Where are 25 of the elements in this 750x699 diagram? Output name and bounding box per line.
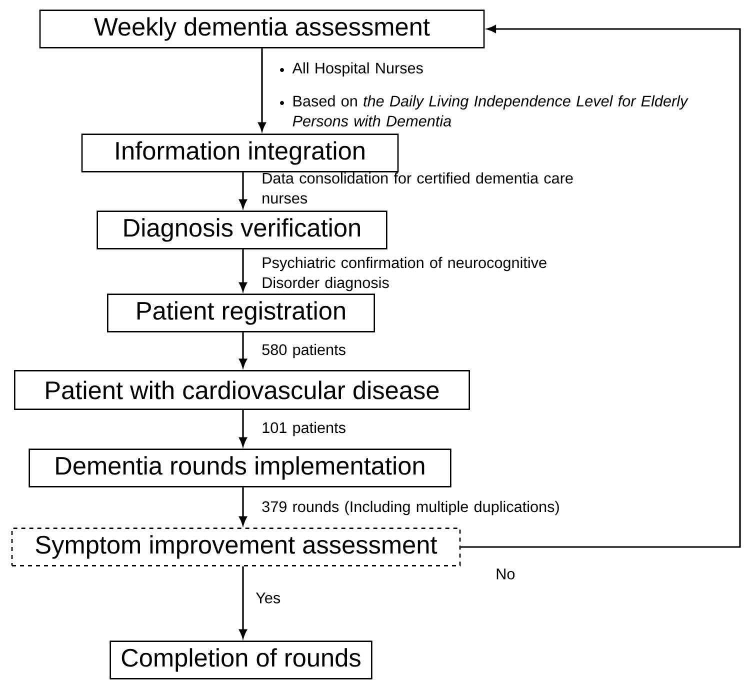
edge-label: 101 patients	[262, 422, 346, 436]
process-box: Completion of rounds	[110, 640, 372, 680]
process-box: Information integration	[81, 134, 399, 172]
arrow	[460, 25, 741, 548]
arrow	[258, 48, 266, 132]
arrow	[239, 566, 247, 638]
arrow	[239, 249, 247, 292]
edge-label: No	[496, 568, 515, 580]
process-box: Patient with cardiovascular disease	[14, 370, 470, 410]
process-box: Diagnosis verification	[96, 210, 388, 250]
edge-label: Yes	[256, 592, 280, 604]
note-text: All Hospital Nurses	[292, 62, 423, 77]
process-box: Dementia rounds implementation	[28, 448, 452, 488]
edge-label: 580 patients	[262, 344, 346, 358]
process-box: Symptom improvement assessment	[11, 528, 461, 566]
arrow	[239, 410, 247, 446]
process-box: Patient registration	[107, 294, 375, 332]
arrow	[239, 487, 247, 526]
arrow	[239, 332, 247, 368]
arrow	[239, 172, 247, 208]
edge-label: Psychiatric confirmation of neurocognitive Disorder diagnosis	[262, 256, 546, 292]
edge-label: 379 rounds (Including multiple duplications)	[262, 500, 559, 516]
process-box: Weekly dementia assessment	[39, 10, 485, 48]
note-text: Based on the Daily Living Independence Level for Elderly Persons with Dementia	[292, 95, 688, 127]
edge-label: Data consolidation for certified dementia care nurses	[262, 172, 573, 204]
